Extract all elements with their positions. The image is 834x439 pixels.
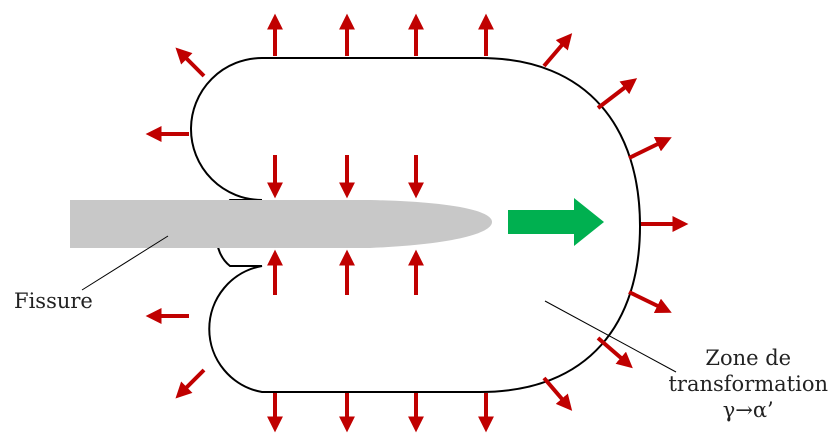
stress-arrows (145, 13, 689, 433)
fissure-label: Fissure (14, 289, 93, 313)
zone-label-line-2: transformation (668, 372, 828, 396)
fissure-leader-line (81, 235, 169, 291)
green-propagation-arrow-icon (508, 198, 604, 246)
red-stress-arrow-icon (628, 290, 672, 313)
red-stress-arrow-icon (596, 336, 633, 369)
zone-leader-line (544, 300, 677, 373)
red-stress-arrow-icon (175, 368, 206, 399)
crack-shape (70, 200, 492, 248)
zone-label-line-1: Zone de (705, 346, 792, 370)
zone-label-line-3: γ→α’ (722, 398, 774, 422)
red-stress-arrow-icon (596, 78, 638, 110)
transformation-zone-label: Zone de transformation γ→α’ (668, 345, 828, 423)
red-stress-arrow-icon (175, 47, 206, 78)
red-stress-arrow-icon (542, 33, 573, 68)
red-stress-arrow-icon (628, 137, 672, 160)
red-stress-arrow-icon (542, 376, 573, 411)
